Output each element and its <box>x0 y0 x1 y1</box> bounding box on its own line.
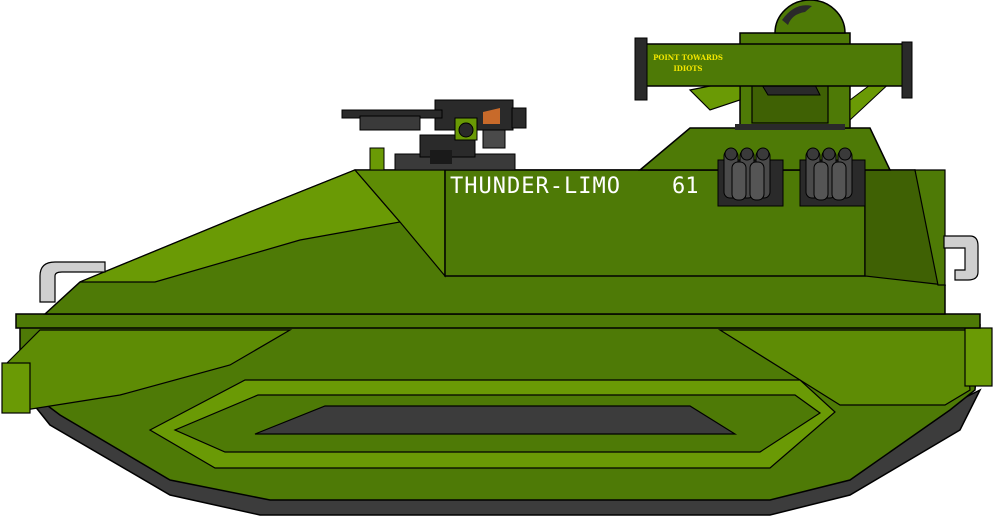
rear-upper-panel <box>914 169 946 286</box>
launcher-text-line2: IDIOTS <box>673 64 703 73</box>
periscope-dome-icon <box>774 0 846 34</box>
side-skirt-slot <box>254 405 738 435</box>
fender-rail <box>15 313 981 329</box>
hull-name-label: THUNDER-LIMO <box>450 174 621 199</box>
front-bumper <box>1 362 31 414</box>
launcher-base <box>735 124 845 130</box>
tow-hook-icon <box>39 261 106 303</box>
missile-tube-cap-front <box>634 37 648 101</box>
smoke-grenade-icon <box>717 147 784 207</box>
periscope-lens <box>782 5 812 25</box>
tow-hook-icon-rear <box>943 235 979 281</box>
machine-gun-icon <box>341 99 527 171</box>
smoke-grenade-icon-rear <box>799 147 866 207</box>
rear-panel <box>717 329 971 406</box>
missile-tube-cap-rear <box>901 41 913 99</box>
launcher-text: POINT TOWARDS IDIOTS <box>650 52 726 74</box>
rear-bumper <box>964 327 993 387</box>
hull-number-label: 61 <box>672 174 699 199</box>
launcher-text-line1: POINT TOWARDS <box>653 53 723 62</box>
